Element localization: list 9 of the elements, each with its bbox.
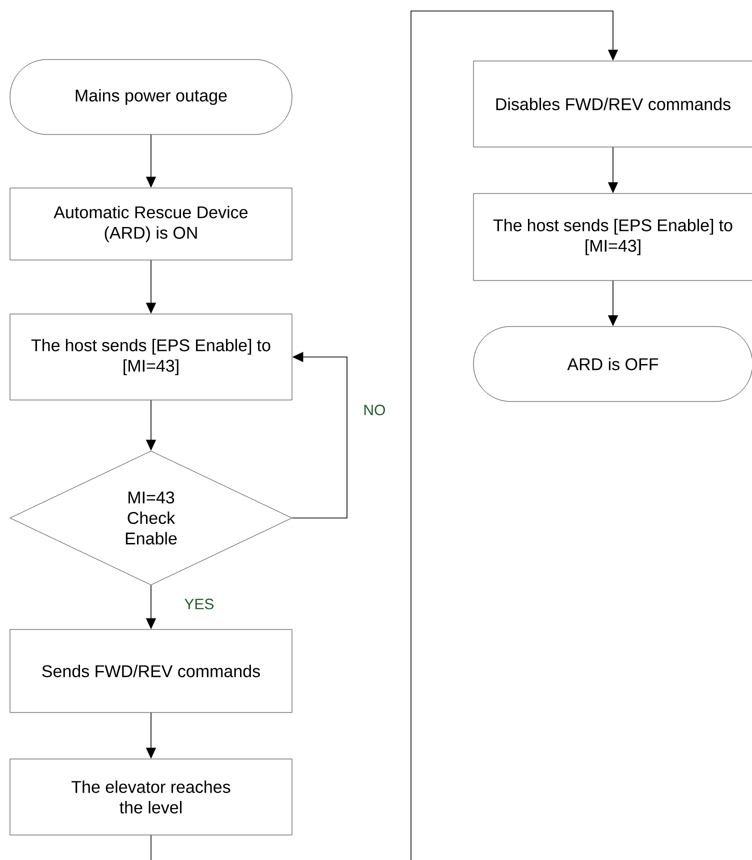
process-box: The elevator reaches the level xyxy=(10,758,292,836)
arrow xyxy=(410,10,618,860)
process-box: Automatic Rescue Device (ARD) is ON xyxy=(10,188,292,260)
process-box: Sends FWD/REV commands xyxy=(10,629,292,713)
process-box: The host sends [EPS Enable] to [MI=43] xyxy=(10,314,292,400)
edge-label: NO xyxy=(362,404,387,416)
process-box: The host sends [EPS Enable] to [MI=43] xyxy=(473,193,752,281)
edge-label: YES xyxy=(183,598,216,610)
process-box: Disables FWD/REV commands xyxy=(473,60,752,148)
